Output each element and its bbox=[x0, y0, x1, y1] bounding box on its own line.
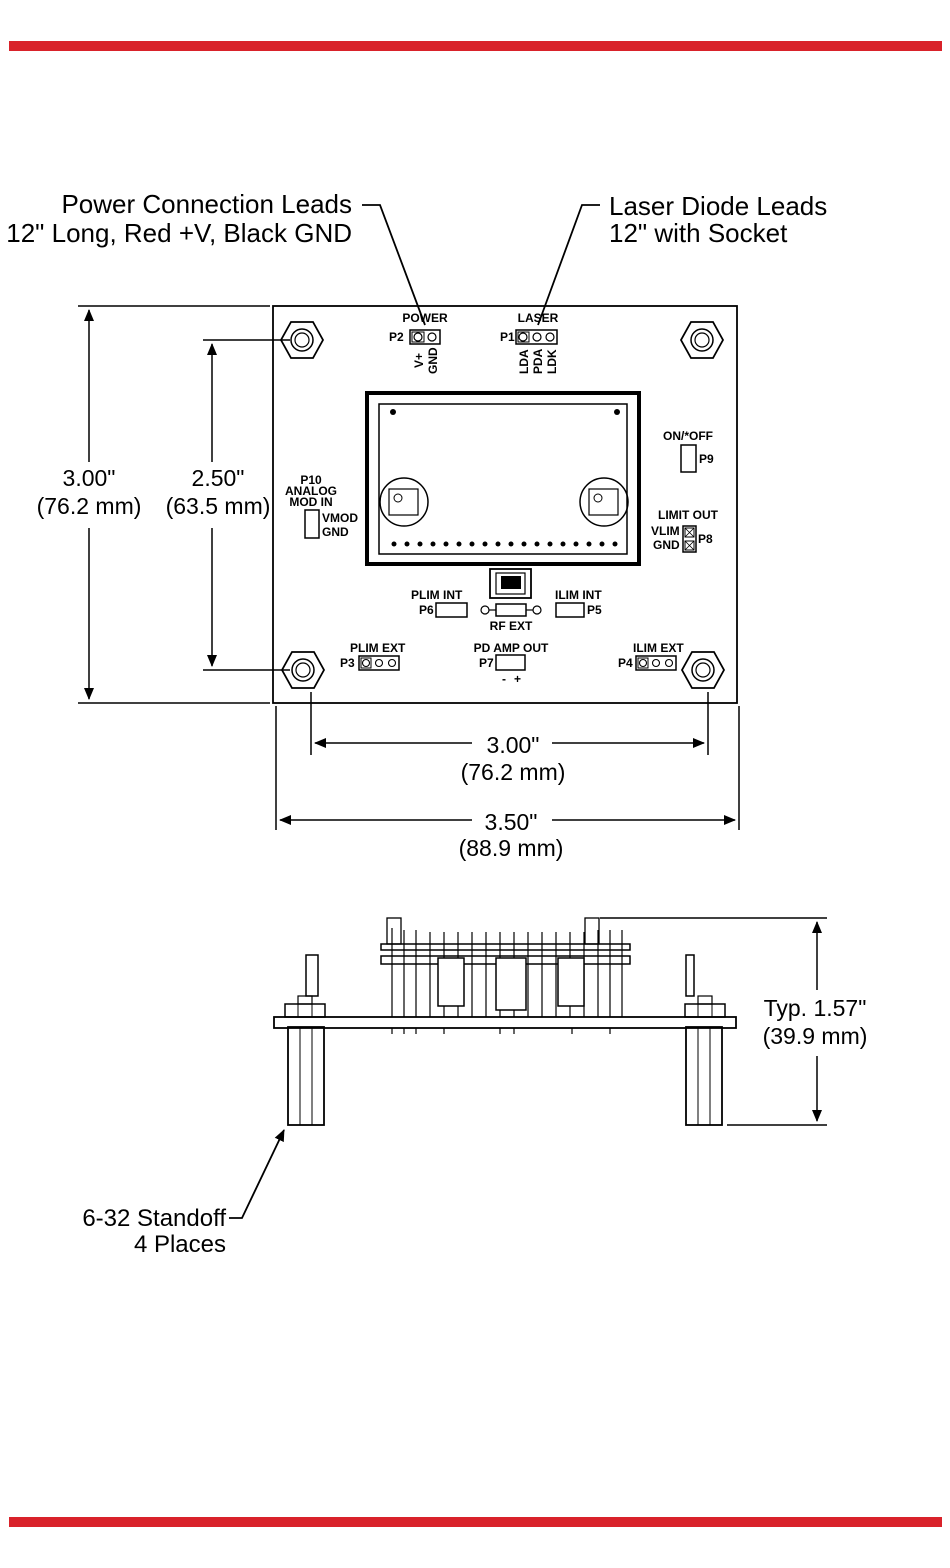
label-power: POWER bbox=[402, 311, 448, 325]
standoff-leader-line bbox=[229, 1129, 285, 1219]
dim-side-height bbox=[600, 917, 827, 1126]
label-on-off: ON/*OFF bbox=[663, 429, 713, 443]
label-p7: P7 bbox=[479, 656, 494, 670]
jumper-p5 bbox=[555, 602, 585, 618]
label-p3: P3 bbox=[340, 656, 355, 670]
standoff-left bbox=[287, 1026, 325, 1126]
dim-height-outer-in: 3.00" bbox=[63, 465, 116, 491]
power-leader-line bbox=[362, 204, 426, 326]
connector-p2 bbox=[409, 329, 441, 345]
connector-p8 bbox=[682, 525, 697, 553]
jumper-p6 bbox=[435, 602, 468, 618]
label-gnd-p8: GND bbox=[653, 538, 680, 552]
dim-side-height-mm: (39.9 mm) bbox=[763, 1023, 868, 1049]
dim-side-height-in: Typ. 1.57" bbox=[764, 995, 867, 1021]
label-p8: P8 bbox=[698, 532, 713, 546]
label-minus: - bbox=[502, 672, 506, 686]
label-ilim-int: ILIM INT bbox=[555, 588, 602, 602]
mount-hole-bottom-right bbox=[680, 651, 726, 689]
pcb-outline bbox=[272, 305, 738, 704]
dim-width-inner-mm: (76.2 mm) bbox=[461, 759, 566, 785]
connector-p7 bbox=[495, 654, 526, 671]
trim-pot-left bbox=[379, 477, 429, 527]
jumper-p9 bbox=[680, 444, 697, 473]
top-accent-bar bbox=[9, 41, 942, 51]
label-vmod: VMOD bbox=[322, 511, 358, 525]
laser-callout-line2: 12" with Socket bbox=[609, 218, 788, 248]
power-callout-line1: Power Connection Leads bbox=[61, 189, 352, 219]
connector-p10 bbox=[304, 509, 320, 539]
label-mod-in: MOD IN bbox=[289, 495, 332, 509]
label-gnd-p10: GND bbox=[322, 525, 349, 539]
label-p9: P9 bbox=[699, 452, 714, 466]
label-p6: P6 bbox=[419, 603, 434, 617]
label-laser: LASER bbox=[518, 311, 559, 325]
mount-hole-top-right bbox=[679, 321, 725, 359]
connector-p1 bbox=[515, 329, 558, 345]
power-callout-line2: 12" Long, Red +V, Black GND bbox=[6, 218, 352, 248]
dim-height-outer bbox=[78, 305, 270, 704]
label-gnd-p2: GND bbox=[426, 347, 440, 374]
label-pda: PDA bbox=[531, 348, 545, 374]
label-rf-ext: RF EXT bbox=[490, 619, 533, 633]
standoff-callout-line1: 6-32 Standoff bbox=[82, 1205, 226, 1232]
side-view bbox=[273, 917, 737, 1126]
label-lda: LDA bbox=[517, 349, 531, 374]
label-ldk: LDK bbox=[545, 349, 559, 374]
label-v-plus: V+ bbox=[412, 353, 426, 368]
laser-callout-line1: Laser Diode Leads bbox=[609, 191, 827, 221]
label-p1: P1 bbox=[500, 330, 515, 344]
label-pd-amp-out: PD AMP OUT bbox=[474, 641, 549, 655]
label-analog: ANALOG bbox=[285, 484, 337, 498]
dim-width-outer-in: 3.50" bbox=[485, 809, 538, 835]
label-p2: P2 bbox=[389, 330, 404, 344]
connector-p3 bbox=[358, 655, 400, 671]
dim-height-inner-mm: (63.5 mm) bbox=[166, 493, 271, 519]
dim-width-outer-mm: (88.9 mm) bbox=[459, 835, 564, 861]
bottom-accent-bar bbox=[9, 1517, 942, 1527]
label-plus: + bbox=[514, 672, 521, 686]
dim-height-outer-mm: (76.2 mm) bbox=[37, 493, 142, 519]
dim-width-inner-in: 3.00" bbox=[487, 732, 540, 758]
label-plim-ext: PLIM EXT bbox=[350, 641, 406, 655]
label-plim-int: PLIM INT bbox=[411, 588, 463, 602]
label-ilim-ext: ILIM EXT bbox=[633, 641, 684, 655]
trim-pot-right bbox=[579, 477, 629, 527]
dim-width-outer bbox=[275, 706, 740, 830]
dim-height-inner bbox=[203, 339, 290, 671]
standoff-callout-line2: 4 Places bbox=[134, 1231, 226, 1258]
label-vlim: VLIM bbox=[651, 524, 680, 538]
rf-connector bbox=[489, 568, 532, 599]
label-p5: P5 bbox=[587, 603, 602, 617]
module-pin-row bbox=[391, 541, 618, 547]
dim-height-inner-in: 2.50" bbox=[192, 465, 245, 491]
label-limit-out: LIMIT OUT bbox=[658, 508, 719, 522]
standoff-right bbox=[685, 1026, 723, 1126]
label-p4: P4 bbox=[618, 656, 633, 670]
connector-p4 bbox=[635, 655, 677, 671]
label-p10: P10 bbox=[300, 473, 322, 487]
laser-leader-line bbox=[537, 204, 600, 326]
dim-width-inner bbox=[310, 692, 709, 755]
central-module bbox=[365, 391, 641, 566]
rf-ext-resistor bbox=[480, 603, 542, 617]
